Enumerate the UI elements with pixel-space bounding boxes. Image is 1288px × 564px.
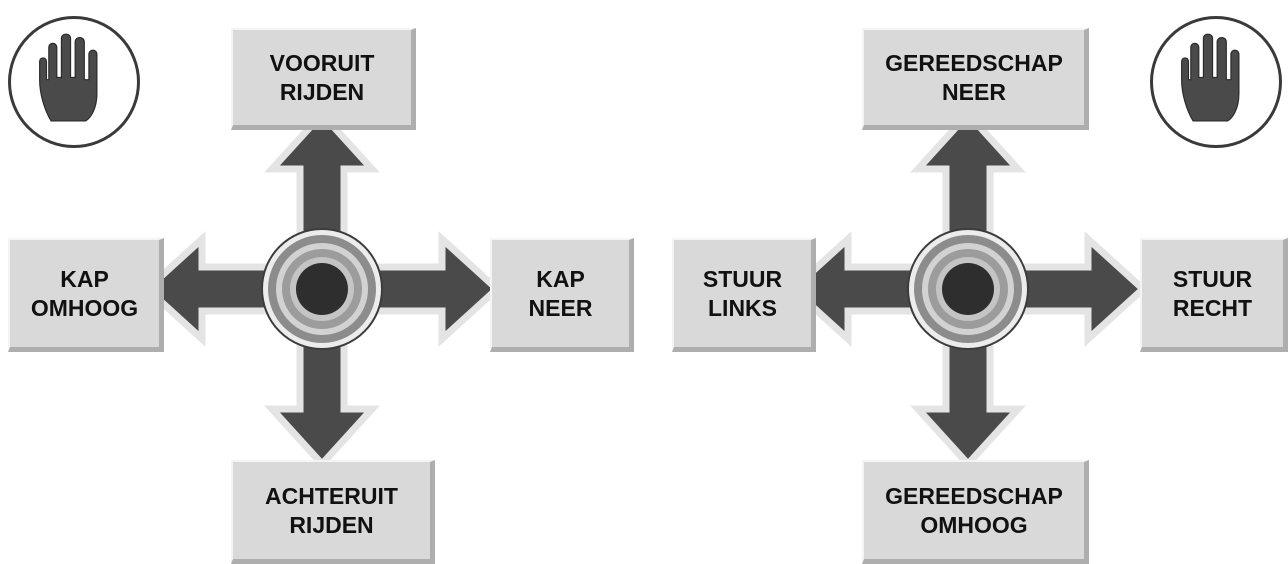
label-line: VOORUIT [269, 49, 375, 76]
left-arrows-group [147, 114, 497, 464]
right-stop-hand-icon [1150, 16, 1282, 148]
label-line: STUUR [702, 265, 783, 292]
label-line: STUUR [1172, 265, 1253, 292]
right-joystick-knob [907, 228, 1029, 350]
hand-stop-icon [1181, 33, 1240, 122]
label-line: OMHOOG [920, 511, 1028, 538]
label-kap-neer: KAP NEER [490, 238, 634, 352]
label-gereedschap-neer: GEREEDSCHAP NEER [862, 28, 1089, 130]
label-vooruit-rijden: VOORUIT RIJDEN [231, 28, 416, 130]
right-arrows-group [793, 114, 1143, 464]
label-stuur-links: STUUR LINKS [672, 238, 816, 352]
label-stuur-recht: STUUR RECHT [1140, 238, 1288, 352]
label-line: KAP [60, 265, 109, 292]
hand-stop-icon [39, 33, 98, 122]
label-line: LINKS [708, 294, 777, 321]
label-kap-omhoog: KAP OMHOOG [8, 238, 164, 352]
label-gereedschap-omhoog: GEREEDSCHAP OMHOOG [862, 460, 1089, 564]
label-line: ACHTERUIT [265, 482, 398, 509]
label-line: KAP [536, 265, 585, 292]
label-line: RIJDEN [279, 78, 365, 105]
label-line: OMHOOG [30, 294, 139, 321]
label-line: GEREEDSCHAP [885, 49, 1063, 76]
label-line: RECHT [1172, 294, 1253, 321]
label-line: RIJDEN [289, 511, 374, 538]
label-achteruit-rijden: ACHTERUIT RIJDEN [231, 460, 435, 564]
label-line: NEER [942, 78, 1006, 105]
left-joystick-knob [261, 228, 383, 350]
left-stop-hand-icon [8, 16, 140, 148]
label-line: GEREEDSCHAP [885, 482, 1063, 509]
label-line: NEER [528, 294, 593, 321]
